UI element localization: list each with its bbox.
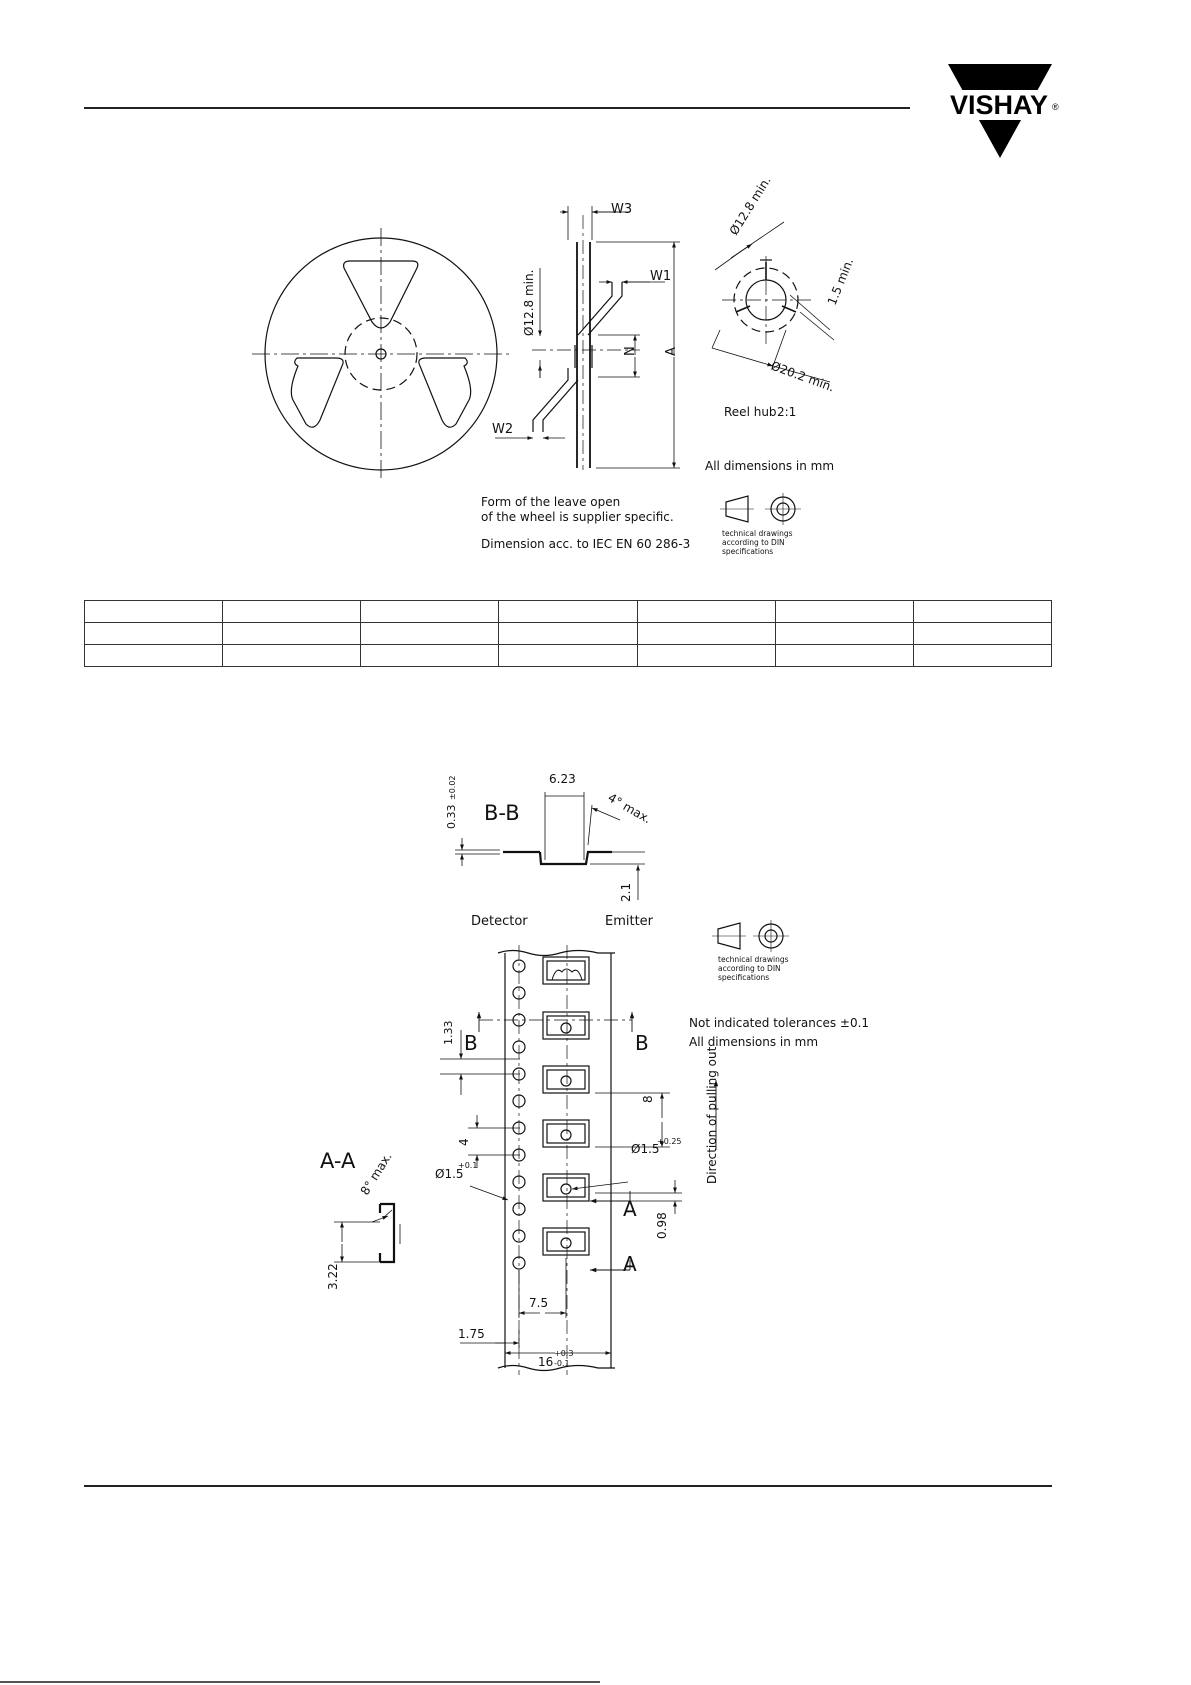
table-cell bbox=[360, 622, 500, 645]
dim-hole-right-tolerance: +0.25 bbox=[657, 1137, 682, 1146]
dim-16-upper: +0.3 bbox=[554, 1349, 573, 1358]
table-cell bbox=[912, 600, 1053, 623]
table-cell bbox=[222, 644, 362, 667]
table-cell bbox=[636, 600, 776, 623]
table-cell bbox=[774, 622, 914, 645]
table-cell bbox=[774, 644, 914, 667]
note-iec: Dimension acc. to IEC EN 60 286-3 bbox=[481, 537, 690, 551]
din-note-1: technical drawings bbox=[722, 529, 793, 538]
direction-pulling-out: Direction of pulling out bbox=[705, 1046, 719, 1184]
table-cell bbox=[222, 600, 362, 623]
footer-edge bbox=[0, 1681, 600, 1683]
label-hub-diameter: Ø12.8 min. bbox=[522, 270, 536, 336]
table-cell bbox=[636, 622, 776, 645]
dim-2-1: 2.1 bbox=[619, 883, 633, 902]
dim-hole-left-tolerance: +0.1 bbox=[458, 1161, 477, 1170]
label-slot-width: 1.5 min. bbox=[825, 256, 856, 307]
hub-caption: Reel hub bbox=[724, 405, 777, 419]
din-projection-symbol-bottom bbox=[712, 920, 789, 952]
table-cell bbox=[498, 622, 638, 645]
table-cell bbox=[912, 644, 1053, 667]
reel-labels: W3 W1 W2 N A Ø12.8 min. Ø12.8 min. 1.5 m… bbox=[481, 174, 856, 556]
table-row bbox=[83, 644, 1053, 667]
dim-0-33-tolerance: ±0.02 bbox=[448, 775, 457, 800]
tolerance-note: Not indicated tolerances ±0.1 bbox=[689, 1016, 869, 1030]
dim-0-33: 0.33 bbox=[445, 805, 458, 830]
dim-4: 4 bbox=[457, 1138, 471, 1146]
dim-hole-left: Ø1.5 bbox=[435, 1167, 464, 1181]
dim-16-lower: -0.1 bbox=[554, 1359, 570, 1368]
header-rule bbox=[84, 107, 910, 109]
din-note-2: according to DIN bbox=[722, 538, 785, 547]
carrier-tape-drawing bbox=[440, 945, 719, 1375]
table-cell bbox=[912, 622, 1053, 645]
svg-text:®: ® bbox=[1052, 102, 1059, 112]
tape-labels: B-B 6.23 0.33 ±0.02 4° max. 2.1 Detector… bbox=[320, 772, 869, 1369]
reel-front-view bbox=[252, 228, 510, 482]
table-cell bbox=[774, 600, 914, 623]
dim-8-deg: 8° max. bbox=[358, 1150, 395, 1198]
label-w1: W1 bbox=[650, 269, 671, 284]
table-row bbox=[83, 622, 1053, 645]
reel-hub-detail bbox=[711, 221, 835, 383]
dim-1-33: 1.33 bbox=[442, 1021, 455, 1046]
reel-side-view bbox=[495, 206, 680, 470]
table-cell bbox=[83, 622, 224, 645]
table-cell bbox=[636, 644, 776, 667]
dim-1-75: 1.75 bbox=[458, 1327, 485, 1341]
label-n: N bbox=[623, 346, 638, 356]
vishay-logo: VISHAY ® bbox=[940, 62, 1060, 160]
label-detector: Detector bbox=[471, 914, 528, 929]
section-bb-drawing bbox=[455, 792, 645, 900]
dim-16: 16 bbox=[538, 1355, 553, 1369]
section-b-right: B bbox=[635, 1031, 649, 1055]
din-note-tape-3: specifications bbox=[718, 973, 769, 982]
reel-dimensions-table bbox=[83, 600, 1053, 667]
label-hub-outer-diameter: Ø20.2 min. bbox=[769, 359, 836, 395]
table-cell bbox=[83, 600, 224, 623]
section-a-bottom: A bbox=[623, 1252, 637, 1276]
sprocket-holes bbox=[512, 959, 526, 1270]
table-cell bbox=[83, 644, 224, 667]
dim-0-98: 0.98 bbox=[655, 1212, 669, 1239]
label-emitter: Emitter bbox=[605, 914, 654, 929]
din-note-tape-2: according to DIN bbox=[718, 964, 781, 973]
table-row bbox=[83, 600, 1053, 623]
label-w2: W2 bbox=[492, 422, 513, 437]
table-cell bbox=[360, 644, 500, 667]
hub-scale: 2:1 bbox=[777, 405, 796, 419]
dim-8: 8 bbox=[641, 1095, 655, 1103]
label-w3: W3 bbox=[611, 202, 632, 217]
note-leave-2: of the wheel is supplier specific. bbox=[481, 510, 674, 524]
table-cell bbox=[498, 600, 638, 623]
section-bb-title: B-B bbox=[484, 801, 520, 825]
table-cell bbox=[222, 622, 362, 645]
component-pockets bbox=[542, 956, 590, 1256]
dim-7-5: 7.5 bbox=[529, 1296, 548, 1310]
note-dimensions-reel: All dimensions in mm bbox=[705, 459, 834, 473]
din-note-3: specifications bbox=[722, 547, 773, 556]
din-note-tape-1: technical drawings bbox=[718, 955, 789, 964]
logo-text: VISHAY bbox=[950, 90, 1048, 120]
footer-rule bbox=[84, 1485, 1052, 1487]
label-hub-diameter-top: Ø12.8 min. bbox=[727, 174, 774, 238]
section-b-left: B bbox=[464, 1031, 478, 1055]
dim-4-deg: 4° max. bbox=[606, 790, 654, 826]
table-cell bbox=[498, 644, 638, 667]
dim-hole-right: Ø1.5 bbox=[631, 1142, 660, 1156]
dim-3-22: 3.22 bbox=[326, 1263, 340, 1290]
section-aa-title: A-A bbox=[320, 1149, 356, 1173]
note-dimensions-tape: All dimensions in mm bbox=[689, 1035, 818, 1049]
dim-6-23: 6.23 bbox=[549, 772, 576, 786]
section-a-top: A bbox=[623, 1197, 637, 1221]
note-leave-1: Form of the leave open bbox=[481, 495, 620, 509]
din-projection-symbol-top bbox=[720, 493, 801, 525]
section-aa-drawing bbox=[334, 1202, 401, 1264]
label-a: A bbox=[664, 347, 679, 356]
table-cell bbox=[360, 600, 500, 623]
